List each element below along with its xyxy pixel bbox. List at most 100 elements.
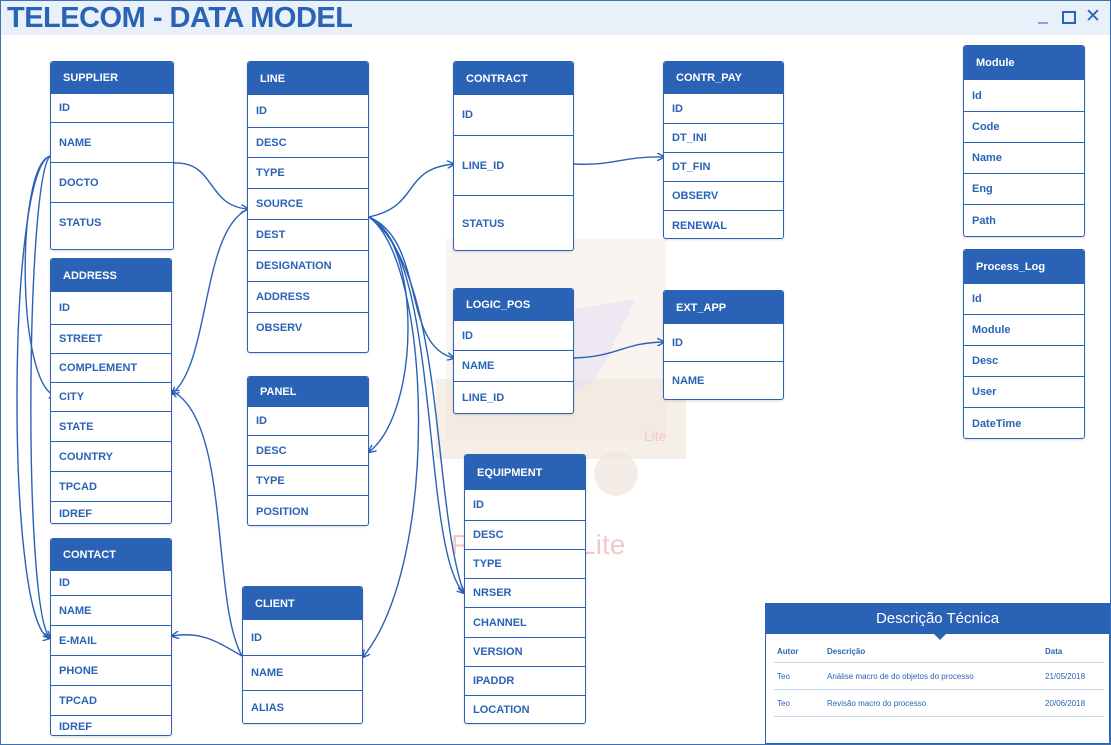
entity-field[interactable]: LOCATION: [465, 695, 585, 723]
close-button[interactable]: ✕: [1085, 6, 1101, 27]
revision-table: Autor Descrição Data Teo Análise macro d…: [774, 640, 1104, 717]
entity-field[interactable]: NAME: [51, 122, 173, 162]
table-row: Teo Análise macro de do objetos do proce…: [774, 662, 1104, 690]
entity-title: LINE: [248, 62, 368, 95]
entity-field[interactable]: NAME: [51, 595, 171, 625]
entity-field[interactable]: IDREF: [51, 501, 171, 523]
entity-field[interactable]: DateTime: [964, 407, 1084, 438]
link-supplier-line: [172, 162, 248, 209]
entity-field[interactable]: STATE: [51, 411, 171, 441]
entity-field[interactable]: NAME: [454, 350, 573, 381]
entity-field[interactable]: E-MAIL: [51, 625, 171, 655]
row-date: 20/06/2018: [1042, 689, 1104, 717]
entity-title: EQUIPMENT: [465, 455, 585, 490]
entity-field[interactable]: DESC: [248, 127, 368, 157]
entity-title: Process_Log: [964, 250, 1084, 284]
entity-title: CONTACT: [51, 539, 171, 571]
entity-field[interactable]: STATUS: [454, 195, 573, 250]
entity-field[interactable]: User: [964, 376, 1084, 407]
entity-field[interactable]: DT_FIN: [664, 152, 783, 181]
entity-field[interactable]: COUNTRY: [51, 441, 171, 471]
technical-description-title: Descrição Técnica: [766, 604, 1109, 640]
entity-field[interactable]: ID: [672, 102, 683, 115]
entity-field[interactable]: STREET: [51, 324, 171, 353]
entity-field[interactable]: Code: [964, 111, 1084, 142]
entity-field[interactable]: ID: [473, 499, 484, 511]
entity-field[interactable]: DESC: [248, 435, 368, 465]
entity-field[interactable]: ID: [59, 577, 70, 589]
entity-field[interactable]: Path: [964, 204, 1084, 236]
entity-field[interactable]: OBSERV: [664, 181, 783, 210]
entity-field[interactable]: TPCAD: [51, 685, 171, 715]
entity-field[interactable]: PHONE: [51, 655, 171, 685]
entity-field[interactable]: ID: [462, 109, 473, 121]
entity-field[interactable]: IPADDR: [465, 666, 585, 695]
entity-field[interactable]: NRSER: [465, 578, 585, 607]
entity-field[interactable]: COMPLEMENT: [51, 353, 171, 382]
entity-field[interactable]: ID: [251, 631, 262, 644]
entity-field[interactable]: ID: [256, 415, 267, 427]
entity-field[interactable]: POSITION: [248, 495, 368, 525]
entity-title: PANEL: [248, 377, 368, 407]
entity-field[interactable]: TPCAD: [51, 471, 171, 501]
entity-field[interactable]: Id: [972, 89, 982, 102]
row-author: Teo: [774, 662, 824, 690]
entity-field[interactable]: ID: [59, 302, 70, 314]
entity-field[interactable]: OBSERV: [248, 312, 368, 343]
maximize-button[interactable]: [1061, 9, 1077, 25]
entity-field[interactable]: Eng: [964, 173, 1084, 204]
entity-field[interactable]: DESIGNATION: [248, 250, 368, 281]
entity-field[interactable]: VERSION: [465, 637, 585, 666]
entity-field[interactable]: ID: [59, 102, 70, 114]
entity-field[interactable]: ID: [672, 336, 683, 349]
link-line-panel: [369, 216, 409, 452]
entity-field[interactable]: TYPE: [465, 549, 585, 578]
technical-description-panel: Descrição Técnica Autor Descrição Data T…: [765, 603, 1110, 744]
entity-field[interactable]: ID: [462, 329, 473, 342]
entity-field[interactable]: NAME: [243, 655, 362, 690]
column-author: Autor: [774, 640, 824, 663]
entity-field[interactable]: DOCTO: [51, 162, 173, 202]
entity-field[interactable]: NAME: [664, 361, 783, 399]
entity-field[interactable]: Name: [964, 142, 1084, 173]
entity-field[interactable]: STATUS: [51, 202, 173, 242]
entity-field[interactable]: LINE_ID: [454, 381, 573, 413]
entity-field[interactable]: CITY: [51, 382, 171, 411]
entity-field[interactable]: ID: [256, 105, 267, 117]
entity-field[interactable]: IDREF: [51, 715, 171, 735]
entity-title: ADDRESS: [51, 259, 171, 292]
entity-field[interactable]: Id: [972, 293, 982, 305]
link-line-client: [363, 216, 420, 657]
entity-field[interactable]: ALIAS: [243, 690, 362, 723]
entity-field[interactable]: DEST: [248, 219, 368, 250]
entity-field[interactable]: RENEWAL: [664, 210, 783, 238]
minimize-button[interactable]: _: [1038, 5, 1048, 24]
entity-field[interactable]: TYPE: [248, 157, 368, 188]
entity-field[interactable]: SOURCE: [248, 188, 368, 219]
entity-title: CLIENT: [243, 587, 362, 620]
entity-field[interactable]: ADDRESS: [248, 281, 368, 312]
entity-field[interactable]: TYPE: [248, 465, 368, 495]
link-supplier-email-1: [16, 155, 50, 638]
entity-field[interactable]: Desc: [964, 345, 1084, 376]
entity-field[interactable]: DESC: [465, 520, 585, 549]
maximize-icon: [1062, 11, 1076, 24]
entity-field[interactable]: Module: [964, 314, 1084, 345]
entity-field[interactable]: DT_INI: [664, 123, 783, 152]
entity-field[interactable]: LINE_ID: [454, 135, 573, 195]
entity-field[interactable]: CHANNEL: [465, 607, 585, 637]
